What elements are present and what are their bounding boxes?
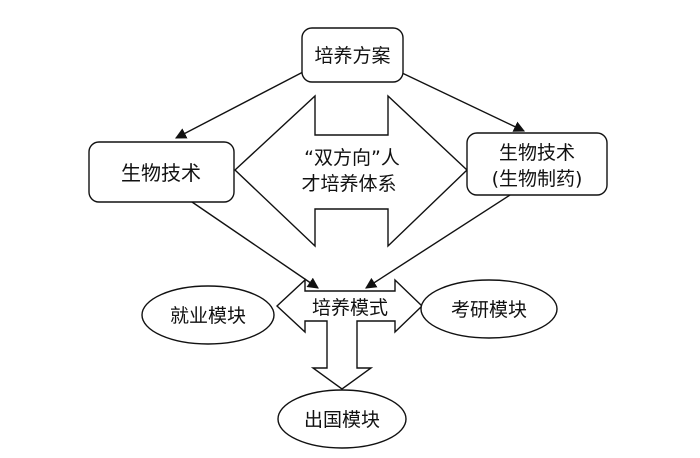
mode-block-arrows (275, 278, 424, 390)
arrow-plan-to-bio-pharma (399, 71, 526, 132)
arrow-bio-pharma-to-mode (365, 194, 511, 289)
abroad-ellipse (277, 389, 407, 449)
bio-tech-box (88, 141, 235, 203)
employment-ellipse (141, 285, 275, 345)
bio-pharma-label-line2: (生物制药) (492, 168, 583, 190)
plan-label: 培养方案 (314, 45, 390, 67)
arrow-bio-tech-to-mode (191, 201, 319, 289)
abroad-label: 出国模块 (304, 409, 380, 431)
plan-box (301, 27, 404, 83)
employment-label: 就业模块 (170, 305, 246, 327)
arrow-plan-to-bio-tech (175, 71, 304, 139)
mode-label: 培养模式 (312, 297, 388, 319)
double-block-arrow (233, 94, 469, 248)
postgrad-label: 考研模块 (451, 299, 527, 321)
bio-pharma-box (466, 132, 608, 196)
system-label-line1: “双方向”人 (304, 147, 400, 169)
postgrad-ellipse (420, 279, 558, 339)
bio-pharma-label-line1: 生物技术 (499, 142, 575, 164)
bio-tech-label: 生物技术 (121, 161, 201, 185)
system-label-line2: 才培养体系 (301, 173, 396, 195)
